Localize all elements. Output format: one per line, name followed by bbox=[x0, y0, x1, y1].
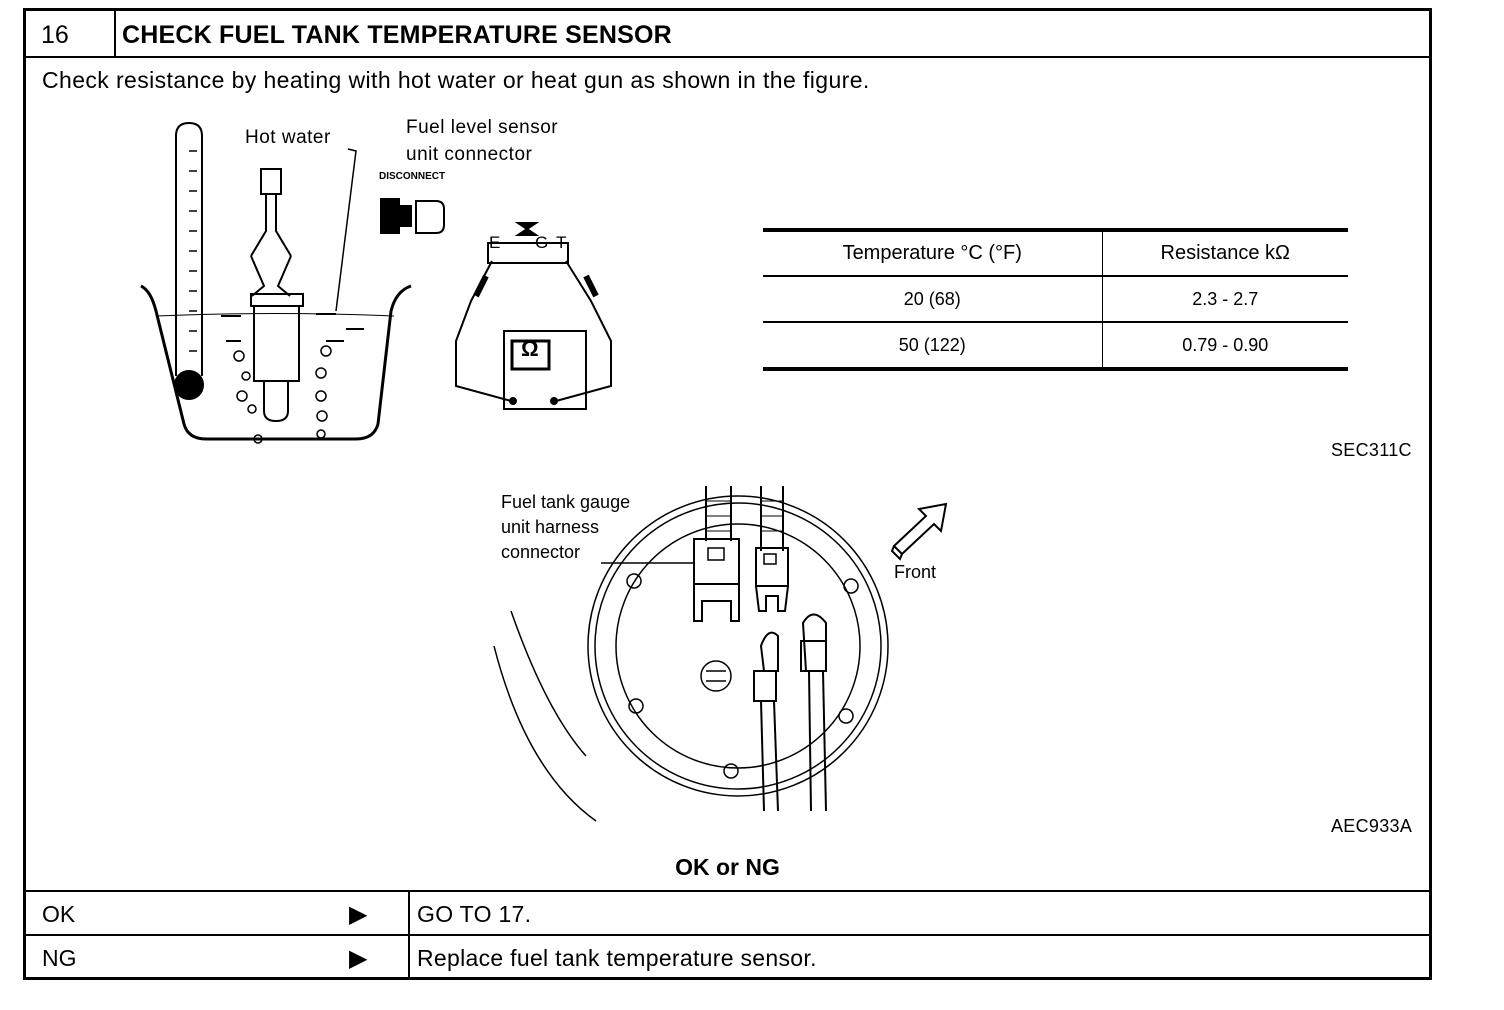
result-row-ng: NG ▶ Replace fuel tank temperature senso… bbox=[26, 934, 1429, 977]
table-cell: 2.3 - 2.7 bbox=[1101, 276, 1348, 323]
header-divider bbox=[114, 11, 116, 56]
disconnect-icon bbox=[380, 198, 445, 234]
ohm-meter-icon: Ω bbox=[521, 336, 540, 361]
harness-connector-label-line3: connector bbox=[501, 542, 581, 562]
disconnect-label: DISCONNECT bbox=[379, 171, 446, 182]
harness-connector-label-line2: unit harness bbox=[501, 517, 600, 537]
resistance-table: Temperature °C (°F) Resistance kΩ 20 (68… bbox=[763, 228, 1348, 371]
fuel-tank-gauge-illustration bbox=[493, 486, 948, 822]
hot-water-test-illustration bbox=[140, 121, 612, 444]
front-direction-label: Front bbox=[894, 562, 937, 582]
figure1-code: SEC311C bbox=[1331, 440, 1412, 460]
decision-prompt: OK or NG bbox=[675, 854, 780, 880]
harness-connector-label-line1: Fuel tank gauge bbox=[501, 492, 631, 512]
table-cell: 20 (68) bbox=[763, 276, 1103, 323]
step-number: 16 bbox=[41, 21, 69, 49]
table-cell: 50 (122) bbox=[763, 322, 1103, 371]
table-header-row: Temperature °C (°F) Resistance kΩ bbox=[763, 228, 1348, 277]
table-header-temperature: Temperature °C (°F) bbox=[763, 228, 1103, 277]
step-title: CHECK FUEL TANK TEMPERATURE SENSOR bbox=[122, 21, 672, 49]
sensor-connector-label-line2: unit connector bbox=[406, 144, 533, 165]
table-row: 20 (68) 2.3 - 2.7 bbox=[763, 276, 1348, 323]
play-arrow-icon: ▶ bbox=[349, 901, 368, 928]
diagnostic-step-frame: 16 CHECK FUEL TANK TEMPERATURE SENSOR Ch… bbox=[23, 8, 1432, 980]
table-cell: 0.79 - 0.90 bbox=[1101, 322, 1348, 371]
terminal-g-label: G bbox=[535, 233, 549, 252]
table-row: 50 (122) 0.79 - 0.90 bbox=[763, 322, 1348, 371]
step-header: 16 CHECK FUEL TANK TEMPERATURE SENSOR bbox=[26, 11, 1429, 58]
figure2-code: AEC933A bbox=[1331, 816, 1413, 836]
result-action: Replace fuel tank temperature sensor. bbox=[417, 945, 817, 971]
hot-water-label: Hot water bbox=[245, 127, 331, 148]
result-key: OK bbox=[42, 901, 76, 927]
result-key: NG bbox=[42, 945, 77, 971]
step-instruction: Check resistance by heating with hot wat… bbox=[42, 67, 870, 93]
sensor-connector-label-line1: Fuel level sensor bbox=[406, 117, 559, 138]
play-arrow-icon: ▶ bbox=[349, 945, 368, 972]
terminal-e-label: E bbox=[489, 233, 501, 252]
terminal-t-label: T bbox=[556, 233, 567, 252]
result-row-ok: OK ▶ GO TO 17. bbox=[26, 890, 1429, 934]
result-divider bbox=[408, 936, 410, 977]
result-divider bbox=[408, 892, 410, 934]
table-header-resistance: Resistance kΩ bbox=[1101, 228, 1348, 277]
result-action: GO TO 17. bbox=[417, 901, 532, 927]
